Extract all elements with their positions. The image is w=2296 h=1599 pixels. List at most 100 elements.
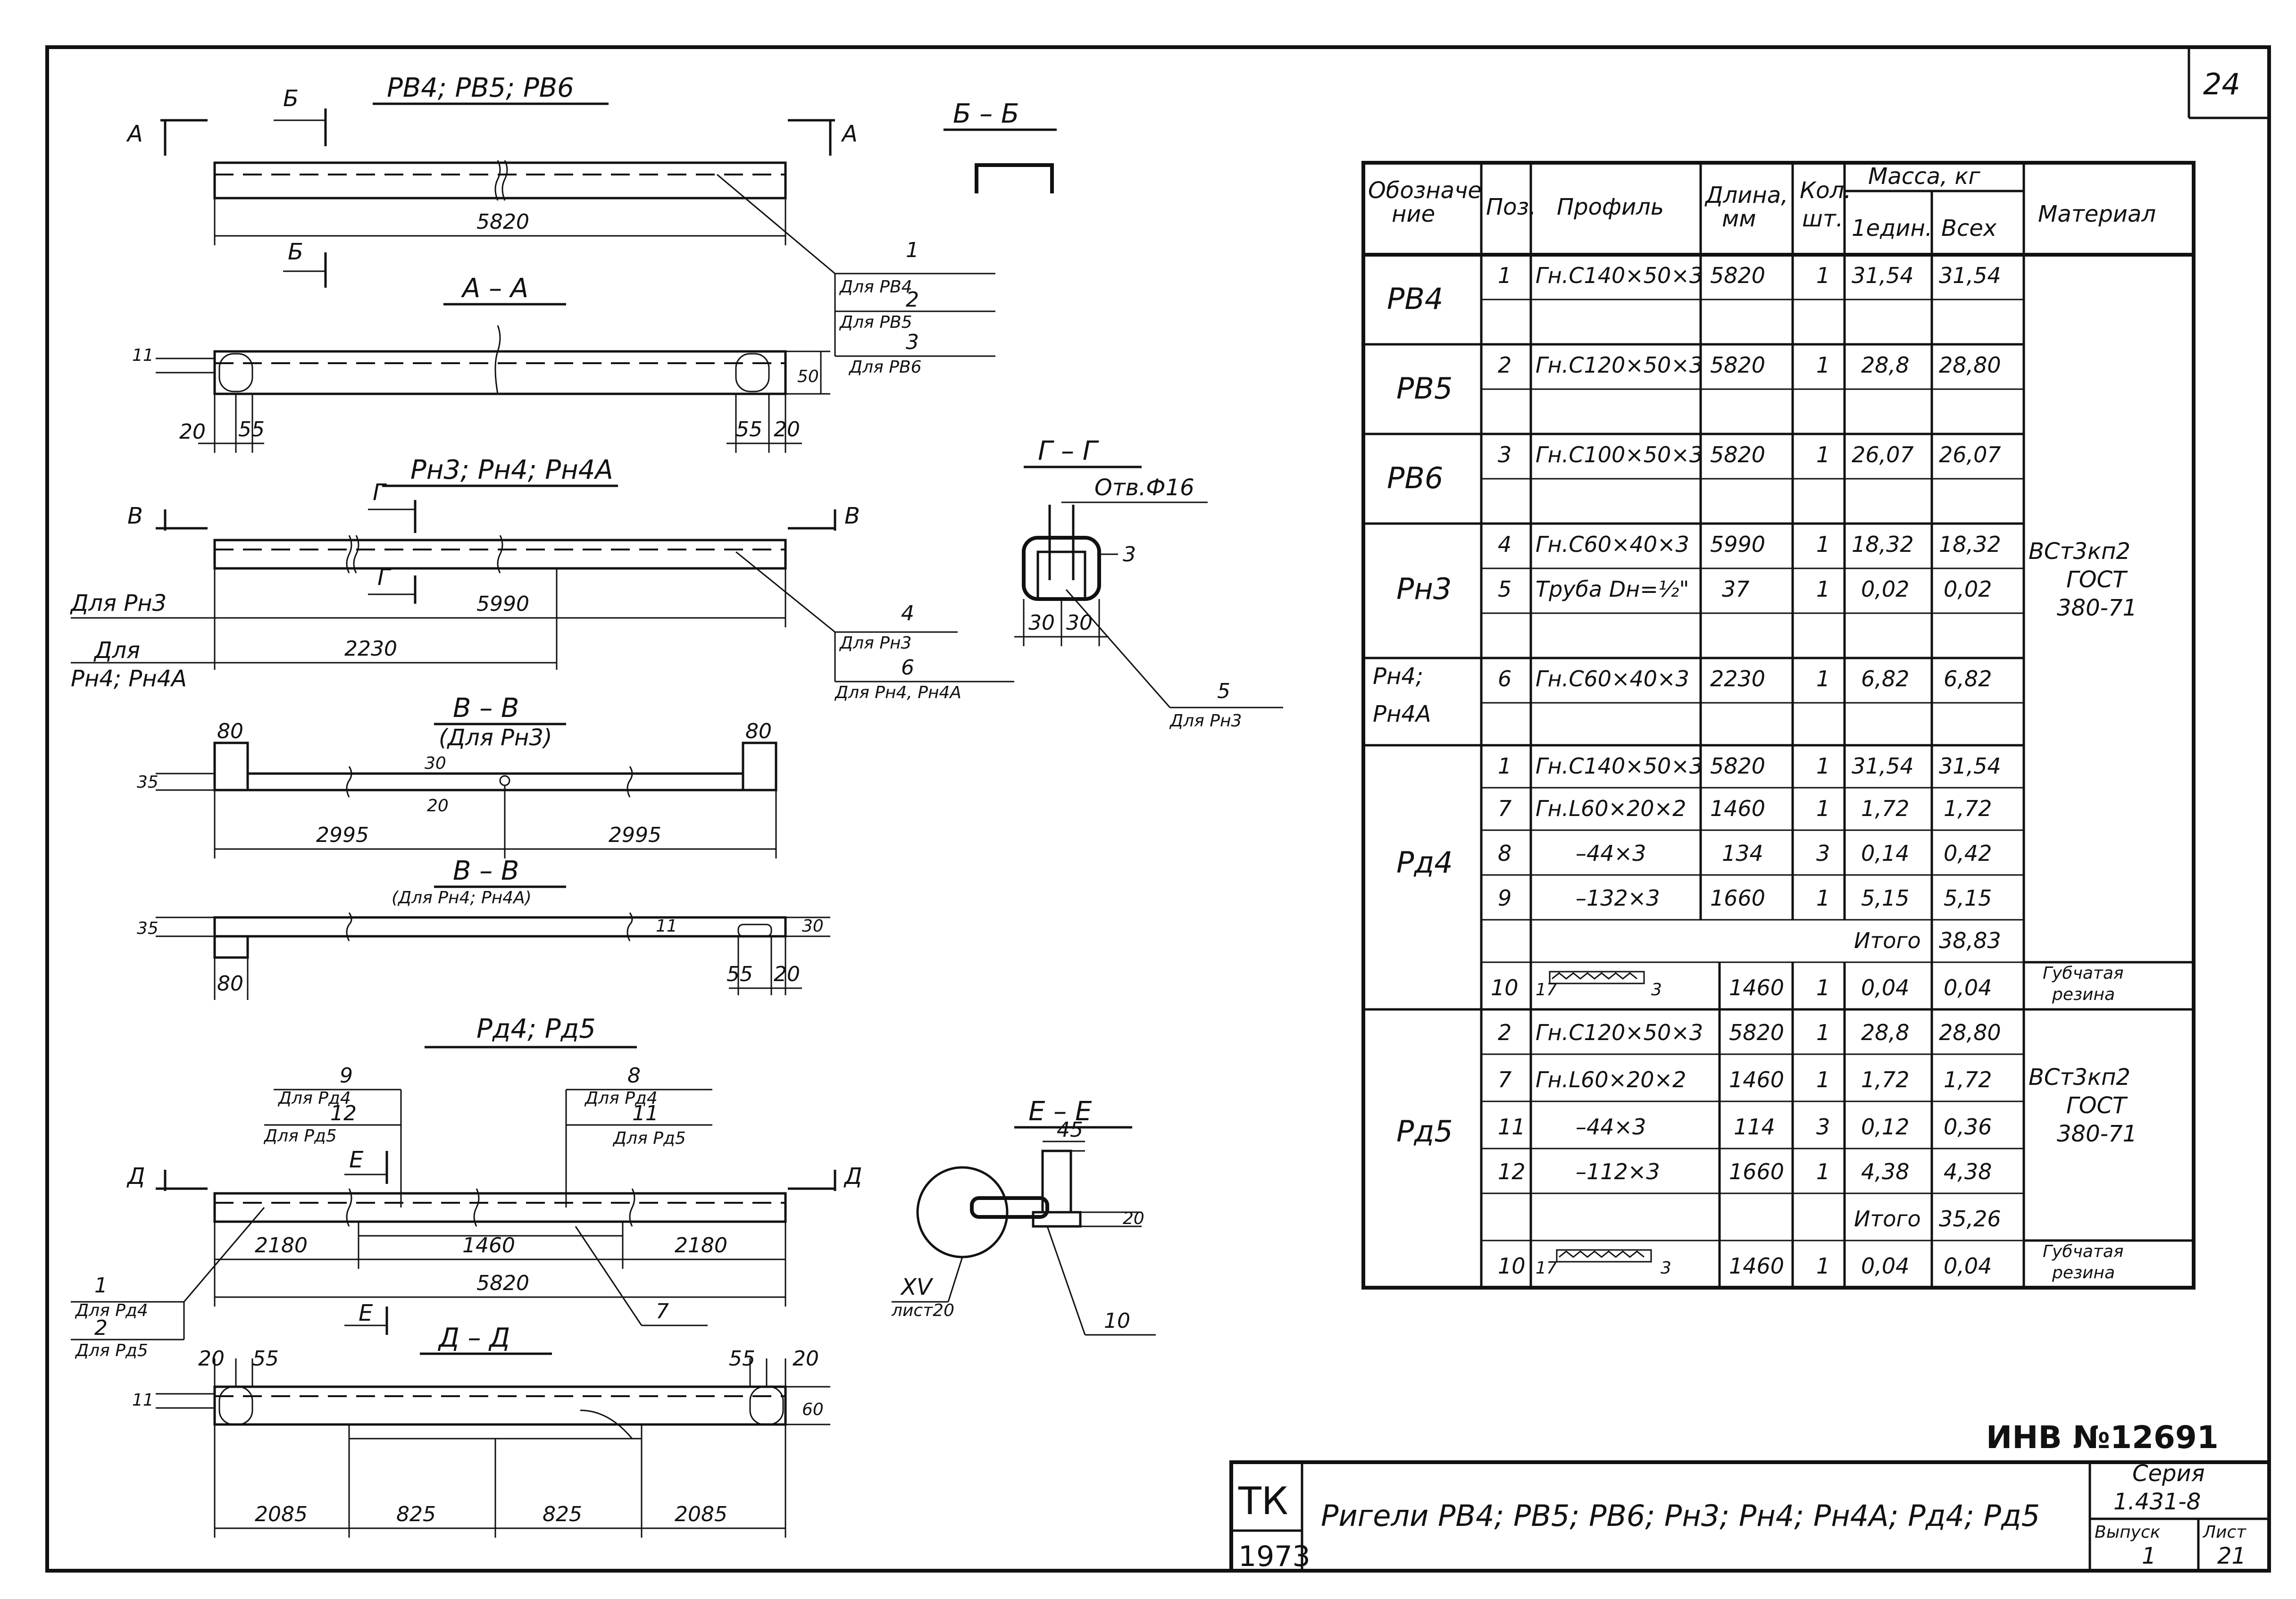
- table-row: 8 –44×3 134 3 0,14 0,42: [1498, 841, 1992, 866]
- material-steel: ВСт3кп2: [2029, 538, 2130, 565]
- pn-callout-4-text: Для Рн3: [839, 633, 911, 653]
- pn-dim-55c: 55: [726, 962, 753, 986]
- pv-callout-2-num: 2: [906, 288, 919, 312]
- drawing-rd: Рд4; Рд5 9 Для Рд4 12 Для Рд5 8 Для Рд4 …: [71, 1014, 1156, 1538]
- pn-callout-6-num: 6: [901, 656, 914, 680]
- table-row: 7 Гн.L60×20×2 1460 1 1,72 1,72: [1498, 796, 1992, 821]
- pn-callout-6-text: Для Рн4, Рн4А: [834, 683, 961, 702]
- svg-text:Итого: Итого: [1854, 1206, 1921, 1232]
- svg-text:1460: 1460: [1729, 975, 1784, 1000]
- svg-text:1: 1: [1816, 885, 1830, 911]
- svg-text:1: 1: [1816, 1067, 1830, 1092]
- rd-callout-2-text: Для Рд5: [75, 1341, 148, 1360]
- rd-cut-d-right: Д: [843, 1163, 862, 1190]
- spec-table: Обозначе ние Поз. Профиль Длина, мм Кол.…: [1368, 163, 2156, 1283]
- rd-dim-825b: 825: [543, 1502, 582, 1526]
- svg-text:35,26: 35,26: [1939, 1206, 2001, 1232]
- svg-text:1: 1: [1816, 975, 1830, 1000]
- rd-dim-2085b: 2085: [675, 1502, 727, 1526]
- rd-callout-11-num: 11: [632, 1101, 659, 1125]
- pn-length-pn3: 5990: [476, 592, 529, 616]
- svg-text:0,04: 0,04: [1861, 975, 1909, 1000]
- th-profile: Профиль: [1557, 194, 1664, 220]
- issue-label: Выпуск: [2095, 1523, 2161, 1542]
- pn-dim-80a: 80: [217, 719, 243, 743]
- svg-text:7: 7: [1498, 796, 1511, 821]
- svg-text:5,15: 5,15: [1944, 885, 1992, 911]
- pn-hole: Отв.Ф16: [1094, 475, 1194, 501]
- svg-text:1: 1: [1816, 532, 1830, 557]
- svg-text:31,54: 31,54: [1939, 753, 2001, 779]
- svg-text:1660: 1660: [1710, 885, 1765, 911]
- svg-text:Гн.С120×50×3: Гн.С120×50×3: [1536, 352, 1703, 378]
- rd-dim-55e: 55: [729, 1347, 755, 1371]
- rd-callout-2-num: 2: [94, 1316, 108, 1340]
- material-steel: ГОСТ: [2066, 566, 2128, 593]
- rd-callout-10-num: 10: [1104, 1309, 1130, 1333]
- svg-text:1,72: 1,72: [1861, 796, 1909, 821]
- rd-dim-55d: 55: [252, 1347, 279, 1371]
- svg-text:18,32: 18,32: [1939, 532, 2001, 557]
- pn-section-vv2: В – В: [453, 856, 519, 886]
- svg-text:2230: 2230: [1710, 666, 1765, 691]
- pn-title: Рн3; Рн4; Рн4А: [410, 455, 613, 485]
- title-block-year: 1973: [1238, 1540, 1311, 1573]
- svg-text:28,8: 28,8: [1861, 1020, 1909, 1045]
- svg-text:5820: 5820: [1710, 442, 1765, 467]
- pn-dim-30a: 30: [1028, 611, 1055, 635]
- rd-callout-7-num: 7: [656, 1299, 669, 1324]
- svg-text:Труба Dн=½": Труба Dн=½": [1536, 576, 1689, 602]
- rd-callout-12-num: 12: [330, 1101, 357, 1125]
- sheet-frame: [45, 45, 2271, 1573]
- pn-dim-30c: 30: [802, 916, 824, 936]
- svg-text:1,72: 1,72: [1861, 1067, 1909, 1092]
- svg-text:5820: 5820: [1710, 753, 1765, 779]
- svg-text:4,38: 4,38: [1861, 1159, 1909, 1184]
- svg-text:3: 3: [1816, 841, 1830, 866]
- pv-dim-11: 11: [132, 346, 154, 365]
- pn-length-pn4: 2230: [344, 637, 397, 661]
- sheet-label: Лист: [2202, 1523, 2246, 1542]
- svg-text:1460: 1460: [1729, 1067, 1784, 1092]
- svg-text:1: 1: [1816, 442, 1830, 467]
- pn-dim-20c: 20: [774, 962, 800, 986]
- svg-text:1: 1: [1816, 1020, 1830, 1045]
- spec-table-grid: [1361, 161, 2196, 1290]
- svg-text:11: 11: [1498, 1114, 1526, 1140]
- drawing-pv: РВ4; РВ5; РВ6 А А Б 5820 Б – Б Б А – А: [126, 73, 1057, 453]
- rd-callout-12-text: Для Рд5: [263, 1126, 337, 1146]
- title-block-grid: [1229, 1460, 2271, 1573]
- rd-dim-60: 60: [802, 1400, 824, 1419]
- pn-dim-35: 35: [137, 773, 159, 792]
- pv-callout-1-text: Для РВ4: [839, 277, 912, 297]
- svg-text:1460: 1460: [1710, 796, 1765, 821]
- svg-text:5990: 5990: [1710, 532, 1765, 557]
- pn-dim-3: 3: [1123, 542, 1136, 566]
- rd-dim-2180b: 2180: [675, 1233, 727, 1258]
- svg-text:1,72: 1,72: [1944, 1067, 1992, 1092]
- svg-text:Итого: Итого: [1854, 928, 1921, 953]
- table-row: 12 –112×3 1660 1 4,38 4,38: [1498, 1159, 1992, 1184]
- pn-dim-30: 30: [425, 754, 446, 773]
- svg-text:3: 3: [1816, 1114, 1830, 1140]
- pv-dim-20r: 20: [774, 417, 800, 441]
- page-number: 24: [2203, 67, 2240, 101]
- pn-label-pn4-b: Рн4; Рн4А: [71, 666, 187, 692]
- svg-text:1: 1: [1498, 753, 1511, 779]
- svg-text:7: 7: [1498, 1067, 1511, 1092]
- th-pos: Поз.: [1486, 194, 1536, 220]
- rd-dim-2085a: 2085: [255, 1502, 308, 1526]
- title-block-title: Ригели РВ4; РВ5; РВ6; Рн3; Рн4; Рн4А; Рд…: [1321, 1499, 2040, 1533]
- rd-callout-8-num: 8: [627, 1064, 641, 1088]
- drawing-pn: Рн3; Рн4; Рн4А В В Г Г Для Рн3 5990 Для …: [70, 436, 1283, 1000]
- rd-node-sheet: лист20: [891, 1301, 954, 1320]
- rd-dim-20e: 20: [1123, 1209, 1144, 1228]
- svg-text:17: 17: [1536, 1258, 1557, 1278]
- th-length-2: мм: [1722, 206, 1756, 232]
- svg-text:0,36: 0,36: [1944, 1114, 1992, 1140]
- pn-dim-11b: 11: [656, 916, 677, 936]
- svg-text:Гн.С100×50×3: Гн.С100×50×3: [1536, 442, 1703, 467]
- table-row: 9 –132×3 1660 1 5,15 5,15: [1498, 885, 1992, 911]
- group-designation: Рн4;: [1373, 663, 1423, 690]
- svg-text:18,32: 18,32: [1852, 532, 1914, 557]
